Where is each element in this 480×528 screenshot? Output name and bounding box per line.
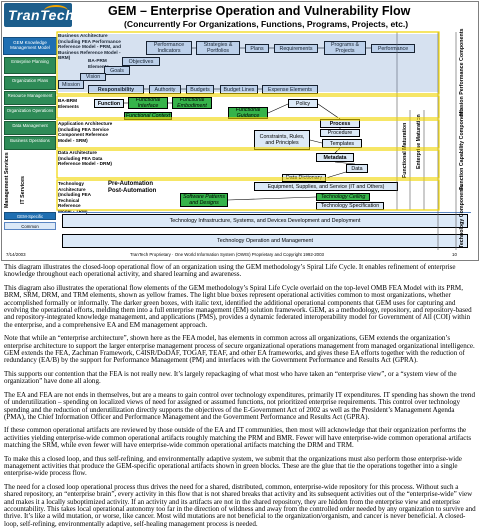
footer-proprietary: TranTech Proprietary · One World Informa… (130, 252, 324, 257)
band-line-top (58, 212, 471, 213)
technology-infrastructure-bar: Technology Infrastructure, Systems, and … (62, 214, 468, 228)
sidebar-item-business-operations: Business Operations (4, 136, 56, 150)
software-patterns-box: Software Patterns and Designs (180, 193, 228, 207)
technology-architecture-label: Technology Architecture (Including FEA T… (58, 181, 91, 214)
data-box: Data (346, 164, 368, 173)
paragraph-5: The EA and FEA are not ends in themselve… (4, 390, 475, 421)
vision-box: Vision (80, 73, 106, 81)
procedure-box: Procedure (320, 129, 360, 137)
policy-box: Policy (288, 99, 318, 108)
common-legend: Common (4, 222, 56, 230)
equipment-supplies-box: Equipment, Supplies, and Service (IT and… (254, 182, 398, 191)
body-text: This diagram illustrates the closed-loop… (4, 263, 476, 528)
goals-box: Goals (104, 66, 130, 75)
metadata-box: Metadata (316, 153, 354, 162)
performance-indicators-box: Performance Indicators (146, 41, 192, 55)
mission-box: Mission (58, 80, 84, 89)
sidebar-item-data-management: Data Management (4, 121, 56, 135)
programs-projects-box: Programs & Projects (324, 41, 366, 55)
diagram-title: GEM – Enterprise Operation and Vulnerabi… (108, 4, 411, 18)
paragraph-3: Note that while an “enterprise architect… (4, 334, 475, 365)
objectives-box: Objectives (122, 57, 160, 66)
sidebar-item-organization-plans: Organization Plans (4, 76, 56, 90)
functional-embodiment-box: Functional Embodiment (172, 97, 212, 109)
trantech-logo: TranTech (4, 3, 74, 27)
paragraph-7: To make this a closed loop, and thus sel… (4, 454, 462, 478)
footer-page-number: 10 (452, 252, 457, 257)
strategies-portfolios-box: Strategies & Portfolios (196, 41, 240, 55)
paragraph-8: The need for a closed loop operational p… (4, 482, 476, 528)
function-box: Function (94, 99, 124, 108)
functional-interface-box: Functional Interface (128, 97, 168, 109)
paragraph-4: This supports our contention that the FE… (4, 369, 457, 386)
paragraph-1: This diagram illustrates the closed-loop… (4, 263, 456, 279)
requirements-box: Requirements (274, 44, 318, 53)
constraints-rules-box: Constraints, Rules, and Principles (254, 130, 310, 150)
footer-date: 7/14/2003 (6, 252, 26, 257)
ba-brm-elements-label: BA-BRM Elements (58, 98, 79, 109)
flow-diagram: TranTech GEM – Enterprise Operation and … (0, 0, 480, 262)
post-automation-label: Post-Automation (108, 188, 157, 194)
paragraph-2: This diagram also illustrates the operat… (4, 283, 472, 329)
performance-box: Performance (371, 44, 415, 53)
sidebar-item-organization-operations: Organization Operations (4, 106, 56, 120)
sidebar-item-resource-management: Resource Management (4, 91, 56, 105)
ba-rm-label: Business Architecture (Including FEA Per… (58, 33, 122, 61)
sidebar-item-enterprise-planning: Enterprise Planning (4, 57, 56, 74)
technology-operation-bar: Technology Operation and Management (62, 234, 468, 248)
paragraph-6: If these common operational artifacts ar… (4, 426, 472, 450)
gem-specific-legend: GEM-Specific (4, 212, 56, 220)
technology-ceiling-box: Technology Ceiling (316, 193, 370, 201)
ba-prm-elements-label: BA-PRM Elements (88, 58, 118, 69)
application-architecture-label: Application Architecture (Including FEA … (58, 121, 113, 143)
plans-box: Plans (245, 44, 269, 53)
flow-connectors (56, 31, 457, 250)
diagram-subtitle: (Concurrently For Organizations, Functio… (124, 19, 409, 29)
data-architecture-label: Data Architecture (Including FEA Data Re… (58, 150, 112, 167)
pre-automation-label: Pre-Automation (108, 181, 153, 187)
logo-swoosh (44, 5, 68, 17)
